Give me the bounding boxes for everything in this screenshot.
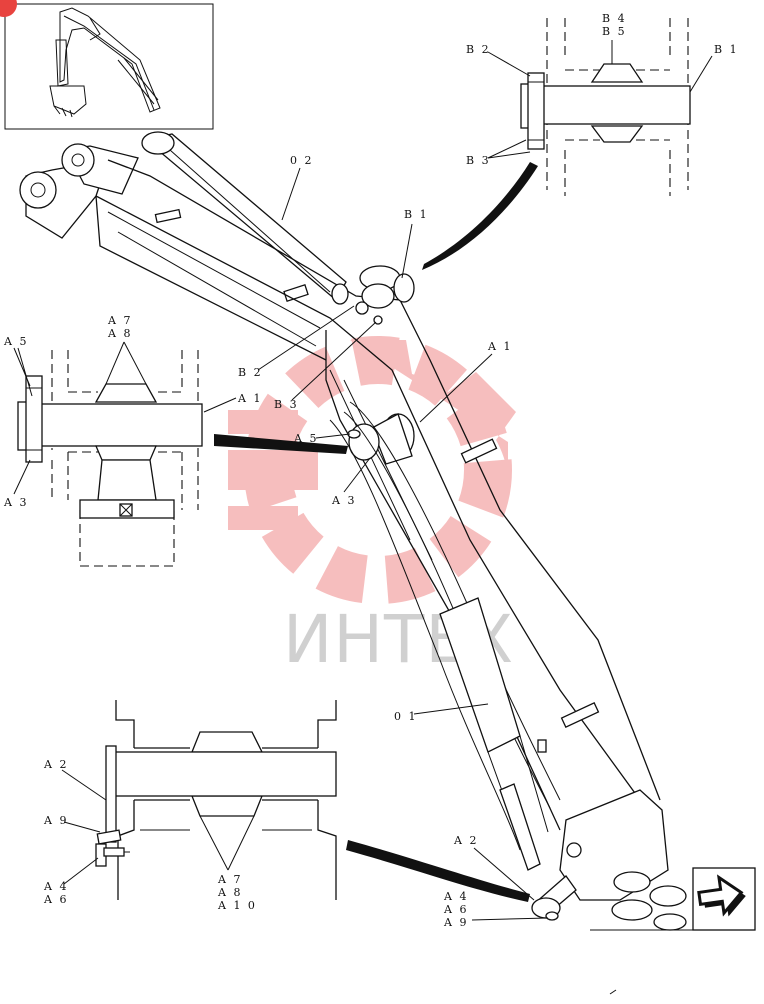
next-page-arrow-icon [692, 867, 756, 931]
label-b3-top: B 3 [466, 154, 491, 167]
label-a2-low: A 2 [43, 758, 68, 771]
label-a1-right: A 1 [487, 340, 512, 353]
label-a7-left: A 7 [107, 314, 132, 327]
label-b2-mid: B 2 [238, 366, 263, 379]
label-a10-low: A 1 0 [217, 899, 257, 912]
label-a9-br: A 9 [443, 916, 468, 929]
label-a4-br: A 4 [443, 890, 468, 903]
label-a3-left: A 3 [3, 496, 28, 509]
label-b2-top: B 2 [466, 43, 491, 56]
label-a8-left: A 8 [107, 327, 132, 340]
label-a2-br: A 2 [453, 834, 478, 847]
detail-a-pin-lower [95, 700, 337, 900]
overview-thumbnail [4, 3, 214, 130]
next-page-button[interactable] [692, 867, 756, 931]
label-b1-top: B 1 [714, 43, 739, 56]
detail-b-pin [520, 18, 691, 196]
label-02: 0 2 [290, 154, 314, 167]
detail-b-pointer-arrow [422, 162, 538, 270]
label-a8-low: A 8 [217, 886, 242, 899]
boom-arm [19, 131, 700, 931]
label-01: 0 1 [394, 710, 418, 723]
label-a9-low: A 9 [43, 814, 68, 827]
label-b4: B 4 [602, 12, 627, 25]
label-a7-low: A 7 [217, 873, 242, 886]
label-a4-low: A 4 [43, 880, 68, 893]
label-b1-mid: B 1 [404, 208, 429, 221]
label-a1-left: A 1 [237, 392, 262, 405]
label-a5-left: A 5 [3, 335, 28, 348]
label-b3-mid: B 3 [274, 398, 299, 411]
label-a3-mid: A 3 [331, 494, 356, 507]
label-a6-br: A 6 [443, 903, 468, 916]
label-a6-low: A 6 [43, 893, 68, 906]
detail-a-pointer-arrow [214, 434, 348, 454]
detail-a-lower-pointer-arrow [346, 840, 530, 902]
label-b5: B 5 [602, 25, 627, 38]
page-badge-icon [0, 0, 17, 17]
detail-a-pin-left [17, 350, 203, 567]
